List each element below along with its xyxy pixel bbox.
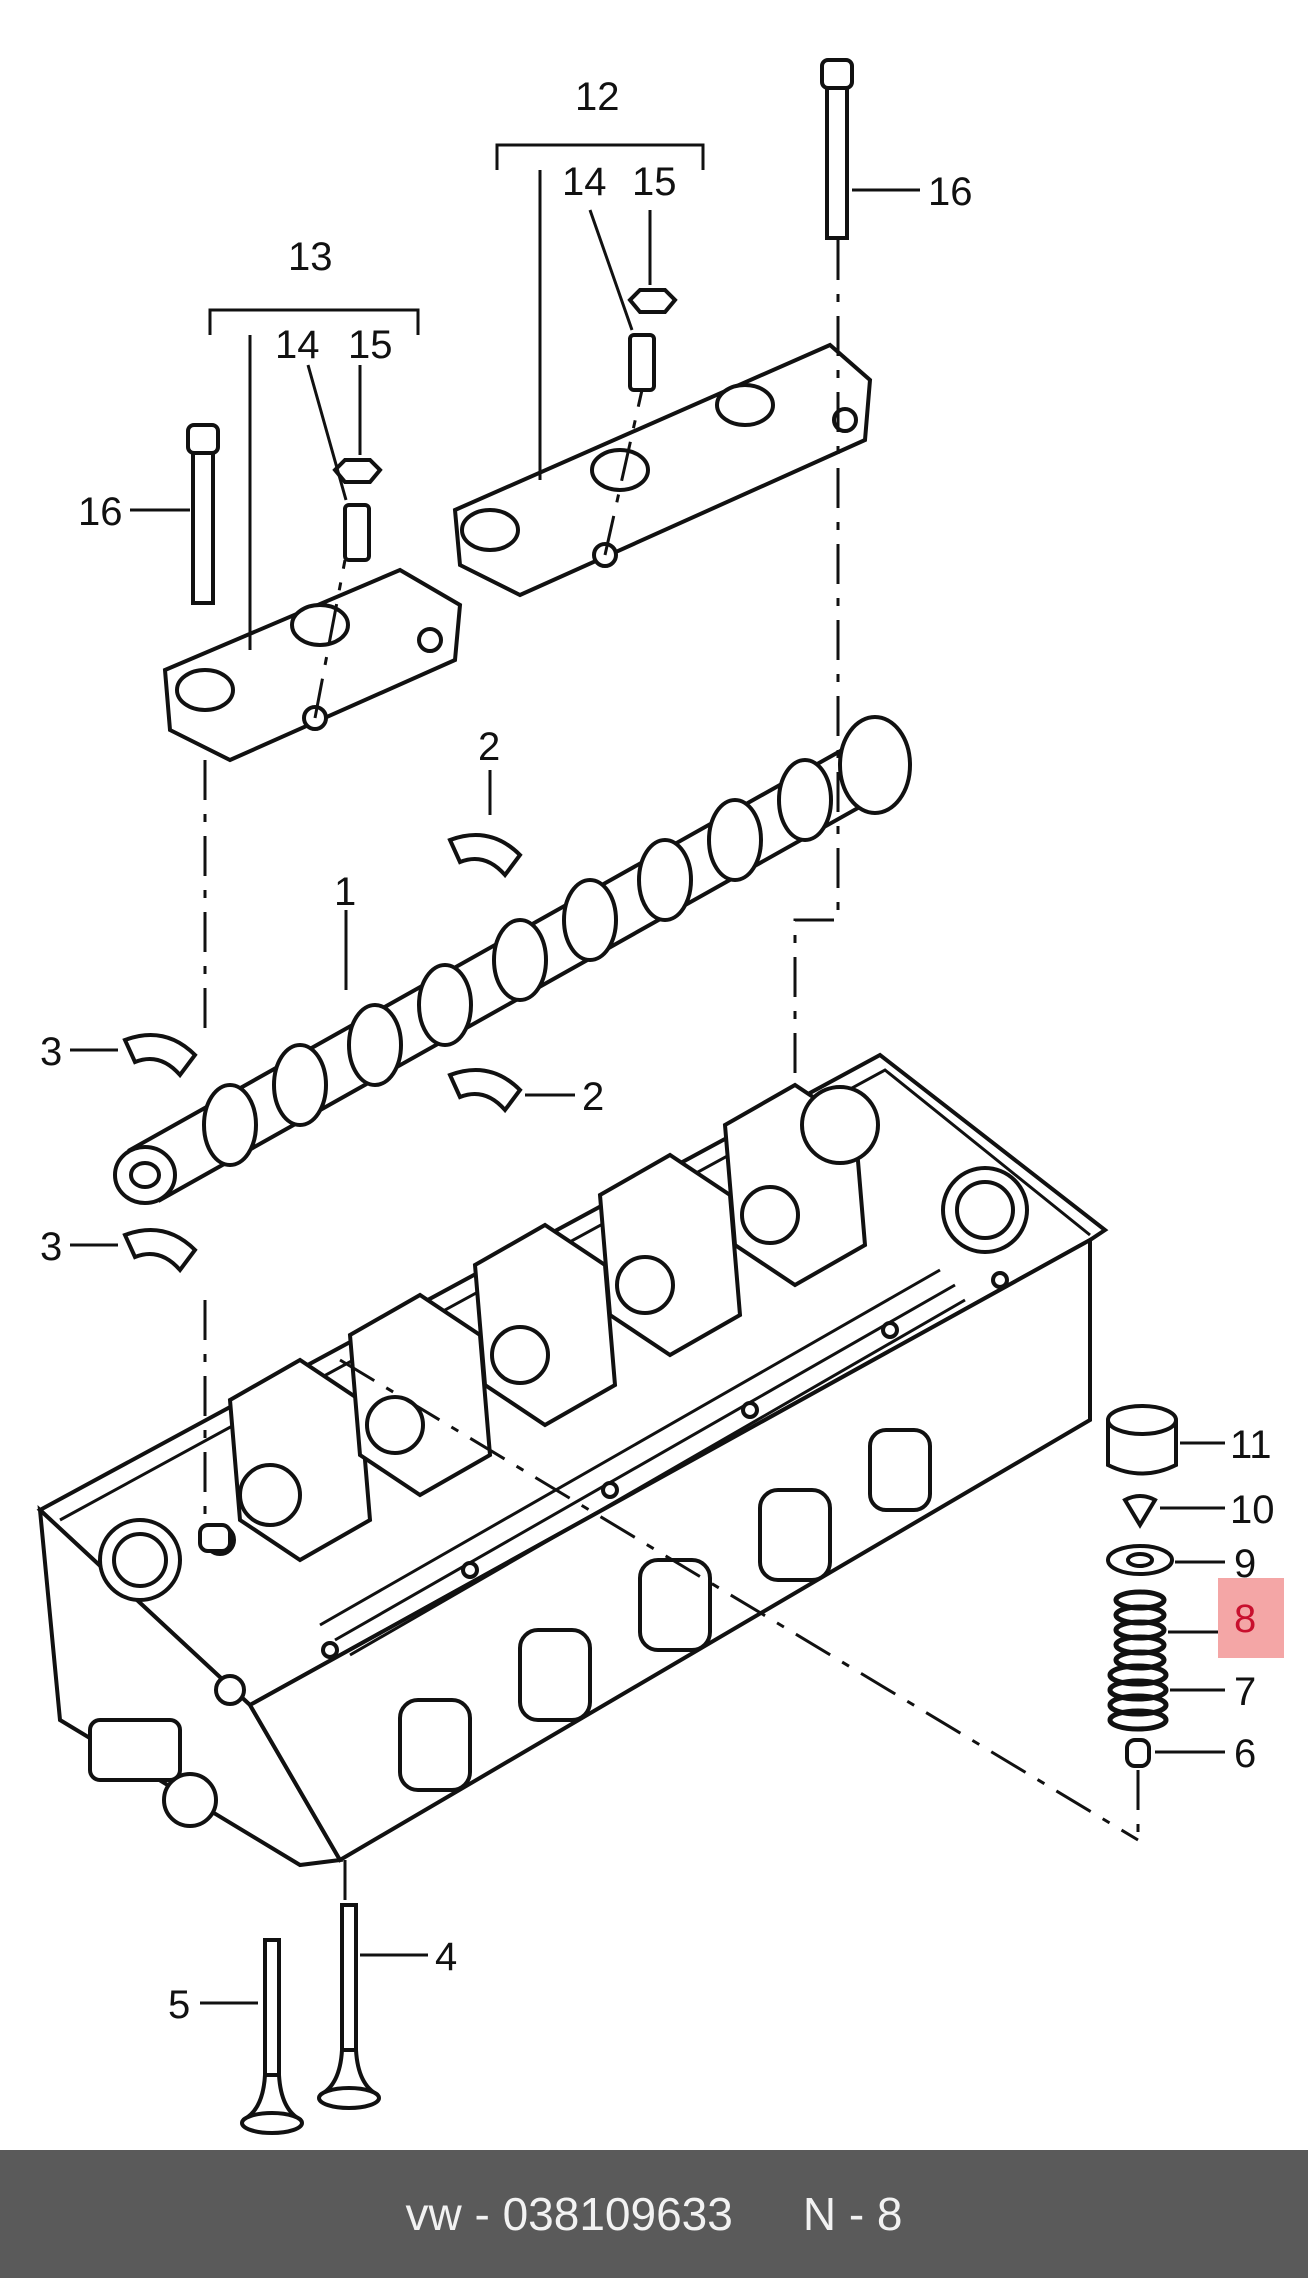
callout-1[interactable]: 1 <box>334 870 356 914</box>
bolt-16-right <box>820 58 854 240</box>
valve-spring-plate-9 <box>1106 1544 1174 1576</box>
callout-8[interactable]: 8 <box>1234 1597 1256 1641</box>
valve-stem-seal-6 <box>1125 1738 1151 1768</box>
callout-2-lower[interactable]: 2 <box>582 1075 604 1119</box>
callout-5[interactable]: 5 <box>168 1983 190 2027</box>
callout-13[interactable]: 13 <box>288 235 333 279</box>
callout-15-right[interactable]: 15 <box>632 160 677 204</box>
callout-16-left[interactable]: 16 <box>78 490 123 534</box>
part-number-text: vw - 038109633 <box>405 2188 733 2240</box>
valve-4 <box>317 1903 381 2110</box>
hydraulic-bucket-tappet-11 <box>1106 1404 1178 1476</box>
callout-11[interactable]: 11 <box>1230 1423 1272 1467</box>
callout-2-upper[interactable]: 2 <box>478 725 500 769</box>
callout-10[interactable]: 10 <box>1230 1488 1275 1532</box>
exploded-parts-diagram: 1 2 2 3 3 4 5 6 7 8 9 10 11 12 13 14 14 … <box>36 58 1284 2135</box>
callout-16-right[interactable]: 16 <box>928 170 973 214</box>
camshaft-bearing-bracket-12 <box>452 342 873 598</box>
callout-labels: 1 2 2 3 3 4 5 6 7 8 9 10 11 12 13 14 14 … <box>40 75 1275 2027</box>
part-reference-footer: vw - 038109633 N - 8 <box>0 2150 1308 2278</box>
cam-lobes <box>202 758 833 1167</box>
callout-3-upper[interactable]: 3 <box>40 1030 62 1074</box>
callout-3-lower[interactable]: 3 <box>40 1225 62 1269</box>
stud-14-left <box>343 503 371 562</box>
callout-6[interactable]: 6 <box>1234 1732 1256 1776</box>
stud-14-right <box>628 333 656 392</box>
callout-4[interactable]: 4 <box>435 1935 457 1979</box>
outer-valve-spring-7 <box>1107 1663 1169 1732</box>
callout-7[interactable]: 7 <box>1234 1670 1256 1714</box>
valve-5 <box>240 1938 304 2135</box>
bearing-shells <box>122 833 523 1274</box>
cylinder-head <box>36 1052 1109 1868</box>
callout-14-right[interactable]: 14 <box>562 160 607 204</box>
camshaft <box>113 715 912 1205</box>
valve-cotters-10 <box>1122 1494 1158 1529</box>
nut-15-right <box>627 288 678 314</box>
diagram-position-text: N - 8 <box>802 2188 903 2240</box>
assembly-centerlines <box>203 240 1140 1905</box>
callout-14-left[interactable]: 14 <box>275 323 320 367</box>
bolt-16-left <box>186 423 220 605</box>
highlight-box-part-8 <box>1218 1578 1284 1658</box>
callout-9[interactable]: 9 <box>1234 1542 1256 1586</box>
inner-valve-spring-8 <box>1113 1589 1167 1671</box>
callout-15-left[interactable]: 15 <box>348 323 393 367</box>
nut-15-left <box>332 458 383 484</box>
leader-lines <box>70 143 1225 2005</box>
callout-12[interactable]: 12 <box>575 75 620 119</box>
